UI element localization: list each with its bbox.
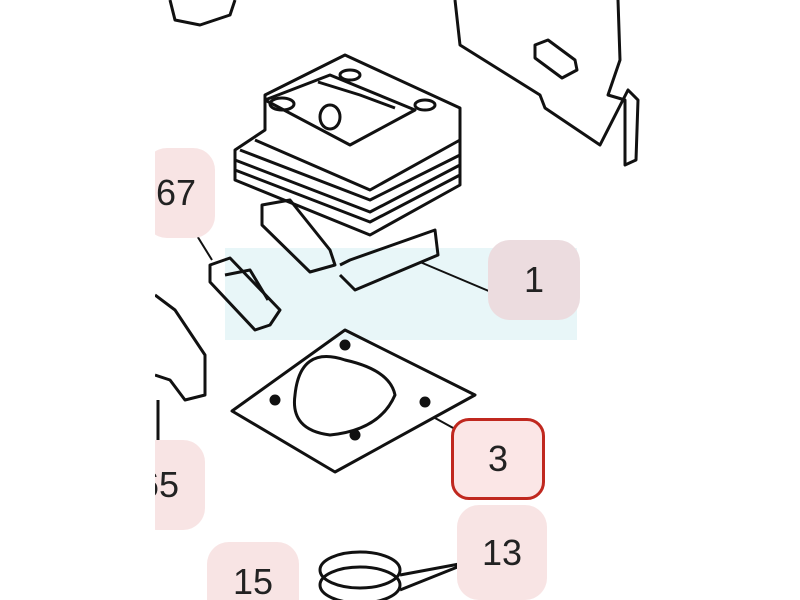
callout-65[interactable]: 65 xyxy=(155,440,205,530)
parts-diagram: 67 65 1 3 13 15 xyxy=(155,0,645,600)
intake-flange xyxy=(208,256,282,332)
part-left xyxy=(155,293,207,402)
callout-label: 1 xyxy=(523,259,545,300)
callout-3-selected[interactable]: 3 xyxy=(451,418,545,500)
callout-1[interactable]: 1 xyxy=(488,240,580,320)
callout-label: 3 xyxy=(487,438,509,479)
callout-13[interactable]: 13 xyxy=(457,505,547,600)
callout-label: 15 xyxy=(232,561,274,600)
cylinder xyxy=(233,53,462,292)
callout-67[interactable]: 67 xyxy=(155,148,215,238)
callout-label: 67 xyxy=(155,172,197,213)
base-gasket xyxy=(230,328,477,474)
part-top-left xyxy=(168,0,237,27)
piston-rings xyxy=(318,550,472,600)
callout-15[interactable]: 15 xyxy=(207,542,299,600)
callout-label: 65 xyxy=(155,464,180,505)
muffler-gasket xyxy=(453,0,640,167)
callout-label: 13 xyxy=(481,531,523,573)
